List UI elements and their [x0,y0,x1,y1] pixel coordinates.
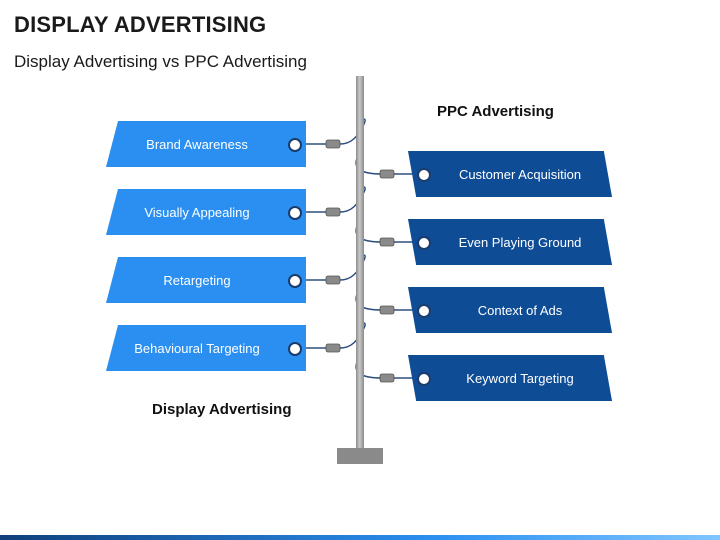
section-label-ppc: PPC Advertising [437,103,554,120]
grommet-icon [288,274,302,288]
footer-bar [0,535,720,540]
left-tag-label: Brand Awareness [146,136,248,152]
right-tag-label: Even Playing Ground [458,234,582,250]
left-tag-visually-appealing: Visually Appealing [106,189,306,235]
grommet-icon [417,168,431,182]
signpost-base [337,448,383,464]
left-tag-label: Visually Appealing [144,204,250,220]
left-tag-behavioural-targeting: Behavioural Targeting [106,325,306,371]
page-title: DISPLAY ADVERTISING [14,12,267,37]
signpost-pole [356,76,364,453]
right-tag-label: Keyword Targeting [466,370,574,386]
right-tag-customer-acquisition: Customer Acquisition [408,151,612,197]
right-tag-context-of-ads: Context of Ads [408,287,612,333]
grommet-icon [288,138,302,152]
right-tag-keyword-targeting: Keyword Targeting [408,355,612,401]
left-tag-label: Retargeting [163,272,231,288]
grommet-icon [417,236,431,250]
page-subtitle: Display Advertising vs PPC Advertising [14,52,307,71]
grommet-icon [288,342,302,356]
left-tag-retargeting: Retargeting [106,257,306,303]
section-label-display: Display Advertising [152,401,292,418]
grommet-icon [417,304,431,318]
left-tag-label: Behavioural Targeting [134,340,260,356]
grommet-icon [288,206,302,220]
right-tag-even-playing-ground: Even Playing Ground [408,219,612,265]
grommet-icon [417,372,431,386]
right-tag-label: Customer Acquisition [458,166,582,182]
left-tag-brand-awareness: Brand Awareness [106,121,306,167]
right-tag-label: Context of Ads [477,302,563,318]
